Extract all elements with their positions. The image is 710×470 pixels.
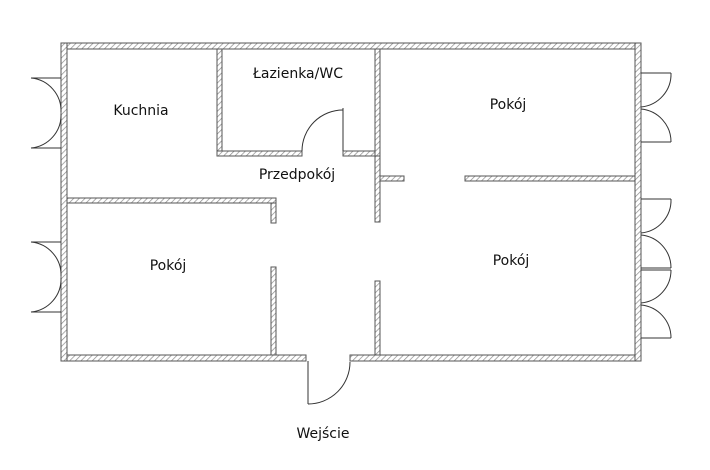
wall-bathroom-bottom [216,150,303,157]
outer-wall-bottom-right [349,354,642,362]
room-label-room-bottom-right: Pokój [493,253,530,269]
outer-wall-bottom [60,354,307,362]
room-label-room-top-right: Pokój [490,97,527,113]
doors [30,72,672,405]
entrance-door [307,361,351,405]
right-window-lower [640,269,672,339]
room-label-kitchen: Kuchnia [113,103,168,119]
right-window-upper [640,72,672,143]
wall-left-room-right-lower [270,266,277,356]
left-window-lower [30,241,62,313]
outer-wall-right [634,42,642,362]
left-window-upper [30,77,62,149]
wall-bathroom-right [374,48,381,157]
wall-right-split-right [464,175,636,182]
outer-wall-top [60,42,642,50]
wall-right-split-left [379,175,405,182]
walls [60,42,642,362]
wall-left-room-top [66,197,277,204]
wall-center-lower [374,280,381,356]
bathroom-door [301,108,344,152]
entrance-label: Wejście [296,426,349,442]
room-label-bathroom: Łazienka/WC [252,66,343,82]
outer-wall-left [60,42,68,362]
room-label-room-left: Pokój [150,258,187,274]
wall-kitchen-bathroom [216,48,223,157]
wall-bathroom-bottom-right [342,150,380,157]
wall-center-upper [374,155,381,223]
room-label-hallway: Przedpokój [259,167,335,183]
right-window-middle [640,198,672,269]
wall-left-room-right-upper [270,202,277,224]
